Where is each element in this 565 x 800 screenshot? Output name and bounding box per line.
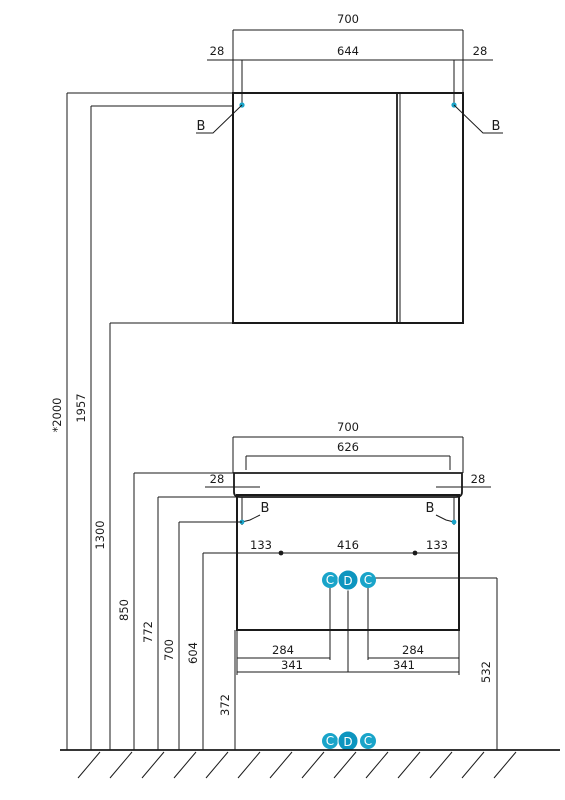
height-dimensions: *2000 1957 1300 850 772 700 604 372: [50, 92, 242, 750]
mirror-mount-dimension: 28 644 28: [207, 44, 493, 105]
height-1300-label: 1300: [93, 520, 107, 549]
floor-hatch-line: [205, 751, 229, 779]
vanity-mount-points: B B: [239, 501, 457, 525]
floor-hatch-line: [461, 751, 485, 779]
floor-hatch-line: [269, 751, 293, 779]
floor-hatch-line: [429, 751, 453, 779]
floor-hatch-line: [141, 751, 165, 779]
hole-left-label: 133: [250, 538, 272, 552]
floor-outlet-d-center-label: D: [343, 735, 352, 749]
pipe-height-dimension: 532: [479, 578, 498, 750]
floor-hatch-line: [365, 751, 389, 779]
basin-width-dimension: 626: [245, 440, 451, 470]
pipe-distance-dimension: 284 284: [236, 630, 460, 675]
floor-outlet-c-right-icon: [360, 733, 376, 749]
mirror-inner-width-label: 644: [337, 44, 359, 58]
half-left-label: 341: [281, 658, 303, 672]
mirror-width-dimension: 700: [232, 12, 464, 93]
floor-outlet-d-center-icon: [337, 730, 359, 752]
floor-outlet-c-left-icon: [322, 733, 338, 749]
mount-label-b-right: B: [492, 119, 501, 134]
floor-hatch-line: [237, 751, 261, 779]
pipe-outlets-upper: C D C: [322, 569, 497, 672]
height-772-label: 772: [141, 621, 155, 643]
pipe-outlets-floor: C D C: [322, 730, 376, 752]
height-700-label: 700: [162, 639, 176, 661]
floor-hatch-line: [493, 751, 517, 779]
mirror-mount-points: B B: [196, 102, 503, 134]
pipe-height-label: 532: [479, 661, 493, 683]
mirror-offset-right-label: 28: [473, 44, 488, 58]
vanity-offset-dimension: 28 28: [205, 472, 491, 488]
floor-outlet-c-left-label: C: [326, 734, 334, 748]
outlet-c-left-icon: [322, 572, 338, 588]
vanity-basin-top: [233, 472, 463, 498]
outlet-c-left-label: C: [326, 573, 334, 587]
floor-line: [60, 749, 560, 779]
hole-span-label: 416: [337, 538, 359, 552]
floor-hatch-line: [173, 751, 197, 779]
basin-width-label: 626: [337, 440, 359, 454]
height-604-label: 604: [186, 642, 200, 664]
outlet-d-center-icon: [337, 569, 359, 591]
floor-hatch-line: [109, 751, 133, 779]
floor-hatch-line: [333, 751, 357, 779]
mirror-cabinet-body: [232, 92, 464, 324]
floor-hatch-line: [77, 751, 101, 779]
height-1957-label: 1957: [74, 393, 88, 422]
half-right-label: 341: [393, 658, 415, 672]
height-372-label: 372: [218, 694, 232, 716]
mount-label-b-left: B: [197, 119, 206, 134]
half-width-dimension: 341 341: [237, 658, 459, 673]
vanity-offset-right-label: 28: [471, 472, 486, 486]
vanity-width-dimension: 700: [232, 420, 464, 473]
height-850-label: 850: [117, 599, 131, 621]
hole-spacing-dimension: 133 416 133: [237, 538, 459, 556]
vanity-mount-label-b-left: B: [261, 501, 270, 516]
floor-hatch-line: [397, 751, 421, 779]
pipe-right-label: 284: [402, 643, 424, 657]
pipe-left-label: 284: [272, 643, 294, 657]
floor-hatch-line: [301, 751, 325, 779]
mirror-cabinet: [232, 92, 464, 324]
outlet-c-right-label: C: [364, 573, 372, 587]
vanity-width-label: 700: [337, 420, 359, 434]
mirror-width-label: 700: [337, 12, 359, 26]
vanity-mount-point-right: [451, 519, 457, 525]
outlet-d-center-label: D: [343, 574, 352, 588]
outlet-c-right-icon: [360, 572, 376, 588]
vanity-offset-left-label: 28: [210, 472, 225, 486]
floor-outlet-c-right-label: C: [364, 734, 372, 748]
mirror-offset-left-label: 28: [210, 44, 225, 58]
hole-right-label: 133: [426, 538, 448, 552]
vanity-mount-label-b-right: B: [426, 501, 435, 516]
height-2000-label: *2000: [50, 397, 64, 432]
